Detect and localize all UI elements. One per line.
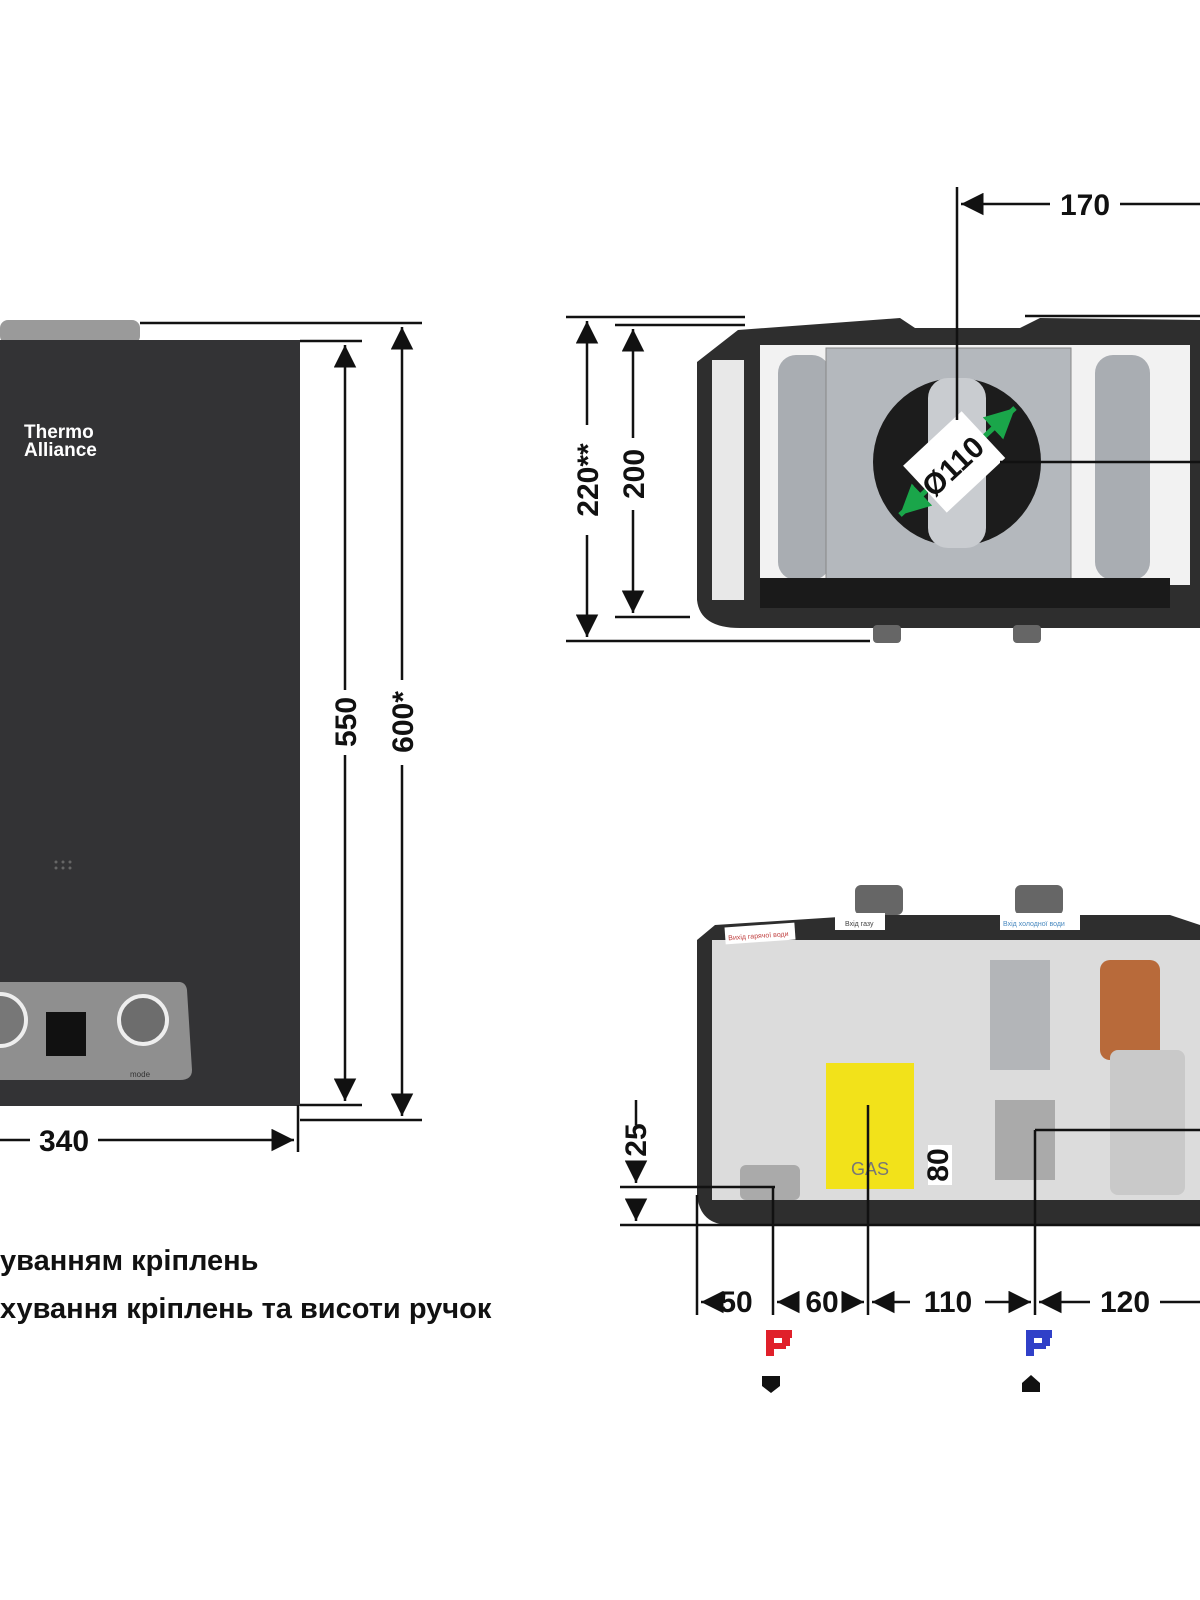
- cold-water-faucet-icon: [1026, 1330, 1052, 1356]
- dim-60: 60: [805, 1286, 838, 1319]
- dim-220: 220**: [572, 443, 605, 517]
- cylinder-left: [778, 355, 830, 580]
- logo-line2: Alliance: [24, 440, 97, 461]
- gas-valve-block: [826, 1063, 914, 1189]
- gas-label: GAS: [851, 1159, 889, 1179]
- cold-water-inlet: [995, 1100, 1055, 1180]
- gas-connector: [855, 885, 903, 915]
- dim-200: 200: [618, 449, 651, 499]
- cold-water-label: Вхід холодної води: [1003, 920, 1065, 928]
- note-1: уванням кріплень: [0, 1245, 259, 1277]
- label-bg: [724, 922, 796, 945]
- pipe-stub: [1013, 625, 1041, 643]
- valve-block: [990, 960, 1050, 1070]
- bottom-view: GAS Вихід гарячої води Вхід газу Вхід хо…: [620, 885, 1200, 1393]
- gas-in-label: Вхід газу: [845, 920, 874, 928]
- left-knob[interactable]: [0, 992, 28, 1048]
- dim-120: 120: [1100, 1286, 1150, 1319]
- dim-110: 110: [924, 1286, 972, 1319]
- front-dimension-lines: [0, 321, 422, 1152]
- label-bg: [928, 1145, 952, 1185]
- vent-dots-icon: [54, 860, 72, 870]
- outlet-arrow-down-icon: [762, 1376, 780, 1393]
- front-view: Thermo Alliance mode 550 600* 340: [0, 320, 422, 1158]
- panel-label: mode: [130, 1070, 151, 1079]
- diameter-label-bg: [903, 411, 1006, 513]
- dim-80: 80: [922, 1148, 955, 1181]
- dim-600: 600*: [387, 691, 420, 753]
- base: [760, 578, 1170, 608]
- heater-body: [0, 340, 300, 1106]
- copper-pipe: [1100, 960, 1160, 1060]
- dim-50: 50: [719, 1286, 752, 1319]
- hot-water-faucet-icon: [766, 1330, 792, 1356]
- logo-line1: Thermo: [24, 422, 94, 443]
- inlet-arrow-up-icon: [1022, 1375, 1040, 1392]
- cylinder-right: [1095, 355, 1150, 580]
- battery-box: [1110, 1050, 1185, 1195]
- dim-340: 340: [39, 1125, 89, 1158]
- pipe-stub: [873, 625, 901, 643]
- label-bg: [1000, 913, 1080, 930]
- top-dimension-lines: [566, 187, 1200, 643]
- dim-25: 25: [620, 1123, 653, 1156]
- hot-water-outlet: [740, 1165, 800, 1200]
- top-view: Ø110 220** 200 170: [566, 187, 1200, 643]
- label-bg: [835, 913, 885, 930]
- display: [46, 1012, 86, 1056]
- cold-water-connector: [1015, 885, 1063, 915]
- bottom-dimension-lines: [620, 1100, 1200, 1315]
- dim-170: 170: [1060, 189, 1110, 222]
- dim-550: 550: [330, 697, 363, 747]
- flue-collar: [0, 320, 140, 344]
- note-2: хування кріплень та висоти ручок: [0, 1293, 492, 1325]
- right-knob[interactable]: [117, 994, 169, 1046]
- wiring: [712, 360, 744, 600]
